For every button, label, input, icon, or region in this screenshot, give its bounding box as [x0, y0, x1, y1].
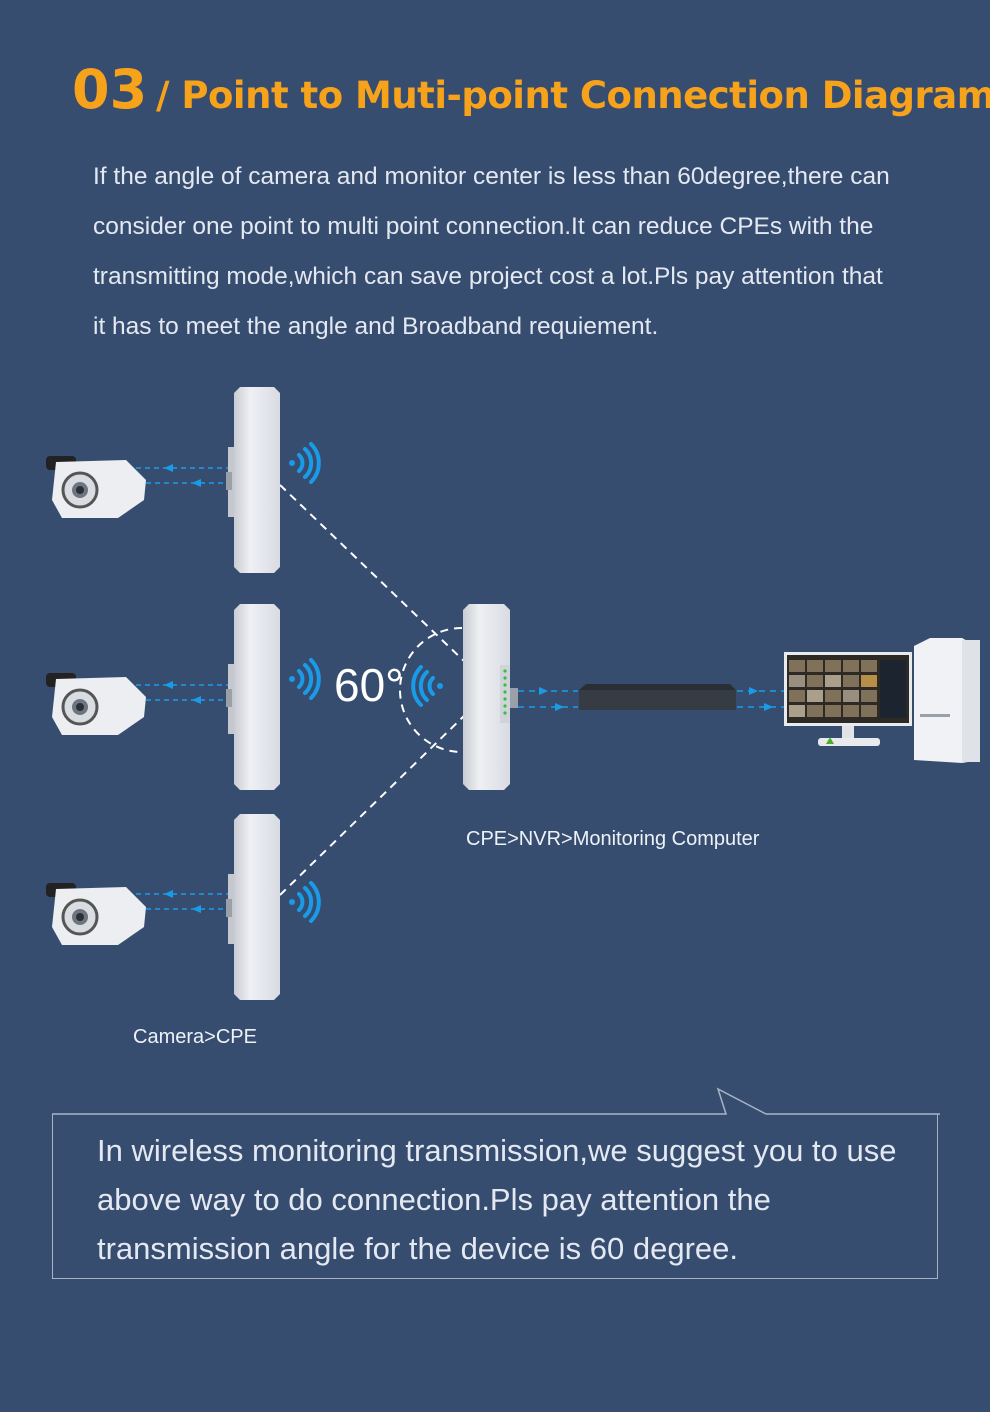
monitor-icon — [784, 652, 912, 746]
cpe-nvr-computer-caption: CPE>NVR>Monitoring Computer — [466, 828, 760, 850]
note-line: transmission angle for the device is 60 … — [97, 1231, 739, 1266]
intro-line: transmitting mode,which can save project… — [93, 263, 883, 290]
wifi-signal-icon — [287, 881, 321, 923]
intro-line: If the angle of camera and monitor cente… — [93, 163, 890, 190]
wifi-signal-icon — [287, 658, 321, 700]
camera-icon — [44, 881, 148, 947]
callout-notch — [52, 1087, 940, 1115]
arrow-heads — [164, 464, 201, 913]
note-line: above way to do connection.Pls pay atten… — [97, 1182, 771, 1217]
section-number: 03 — [72, 58, 148, 121]
cpe-antenna-icon — [463, 604, 518, 790]
nvr-icon — [579, 684, 736, 710]
intro-line: consider one point to multi point connec… — [93, 213, 874, 240]
note-callout-box — [52, 1114, 938, 1279]
wifi-signal-icon — [287, 442, 321, 484]
cpe-antenna-icon — [226, 814, 280, 1000]
intro-paragraph: If the angle of camera and monitor cente… — [93, 152, 923, 352]
page-title: / Point to Muti-point Connection Diagram — [156, 74, 990, 117]
signal-beam-lines — [279, 484, 466, 896]
note-text: In wireless monitoring transmission,we s… — [97, 1126, 896, 1273]
pc-tower-icon — [914, 638, 980, 763]
note-line: In wireless monitoring transmission,we s… — [97, 1133, 897, 1168]
camera-icon — [44, 671, 148, 737]
wifi-signal-icon — [411, 665, 445, 707]
camera-icon — [44, 454, 148, 520]
cpe-antenna-icon — [226, 604, 280, 790]
angle-label: 60° — [334, 659, 404, 711]
intro-line: it has to meet the angle and Broadband r… — [93, 313, 659, 340]
camera-link-arrows — [136, 467, 230, 910]
cpe-antenna-icon — [226, 387, 280, 573]
nvr-link-arrows — [518, 690, 784, 708]
camera-cpe-caption: Camera>CPE — [133, 1026, 257, 1048]
